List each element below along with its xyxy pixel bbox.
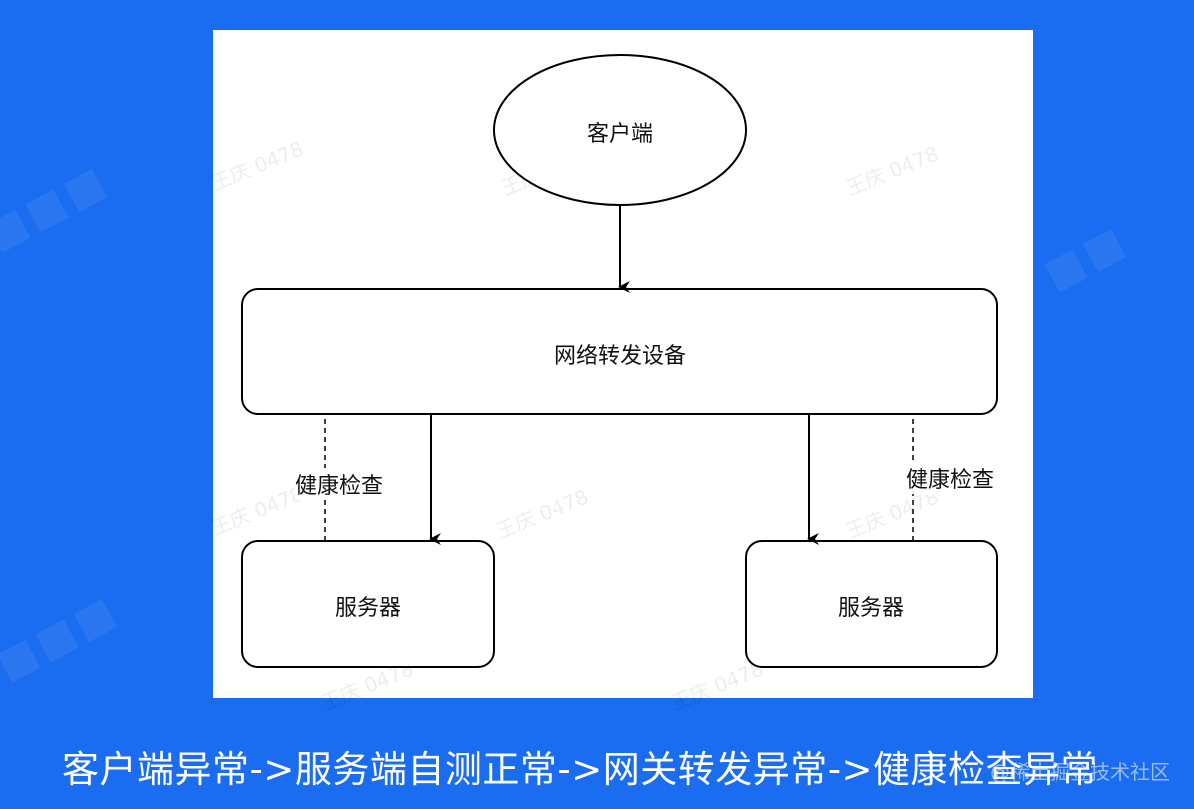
background-watermark: ▪▪▪ — [0, 143, 120, 271]
server-left-node-shape — [241, 540, 495, 668]
diagram-panel: 王庆 0478 王庆 0478 王庆 0478 王庆 0478 王庆 0478 … — [208, 30, 1033, 715]
server-right-node-label: 服务器 — [837, 596, 904, 621]
health-check-right-label: 健康检查 — [906, 462, 995, 494]
diagram-canvas — [241, 54, 998, 668]
background-watermark: ▪▪▪ — [0, 573, 130, 701]
gateway-node-label: 网络转发设备 — [553, 344, 686, 369]
server-left-node-label: 服务器 — [334, 596, 401, 621]
server-right-node-shape — [745, 540, 998, 668]
client-node-label: 客户端 — [586, 122, 653, 147]
credit-watermark: @稀土掘金技术社区 — [990, 760, 1170, 784]
health-check-left-label: 健康检查 — [295, 468, 384, 500]
caption-text: 客户端异常->服务端自测正常->网关转发异常->健康检查异常 — [62, 748, 1099, 791]
background-watermark: ▪▪ — [1027, 203, 1140, 311]
